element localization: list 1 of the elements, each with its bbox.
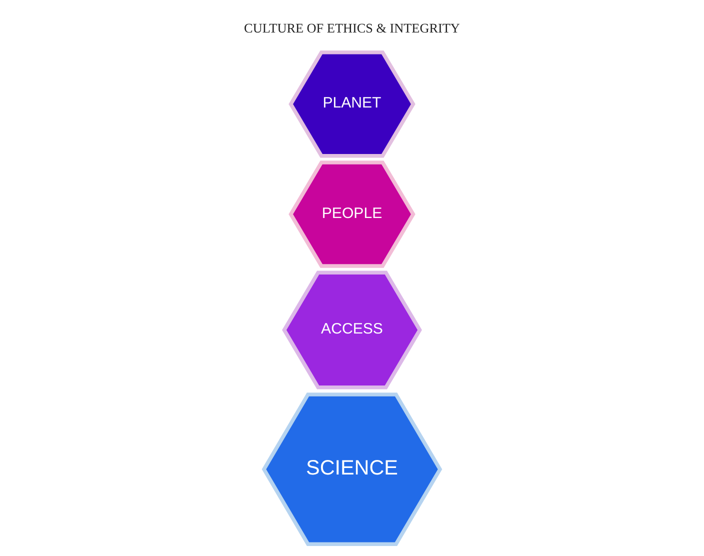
label: CULTURE OF ETHICS & INTEGRITY [244,20,460,36]
